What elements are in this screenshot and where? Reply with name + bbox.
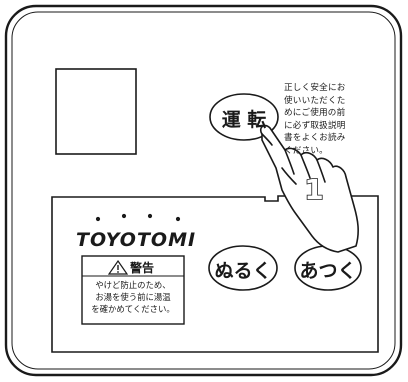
- warning-box: [81, 255, 185, 325]
- pressing-hand-illustration: [259, 124, 359, 253]
- lukewarm-button-shape: [208, 245, 278, 291]
- instruction-note: 正しく安全にお 使いいただくた めにご使用の前 に必ず取扱説明 書をよくお読み …: [284, 83, 346, 156]
- step-number: 1: [303, 172, 324, 207]
- hot-button[interactable]: あつく: [299, 260, 357, 282]
- brand-logo: TOYOTOMI: [76, 229, 197, 251]
- run-button[interactable]: 運 転: [221, 109, 267, 131]
- brand-dots: [95, 213, 181, 222]
- display-window: [55, 68, 137, 155]
- inner-housing-outline: [11, 11, 396, 370]
- warning-triangle-icon: [107, 259, 129, 275]
- lukewarm-button[interactable]: ぬるく: [214, 260, 272, 282]
- warning-text: やけど防止のため、 お湯を使う前に湯温 を確かめてください。: [91, 280, 175, 314]
- warning-title: 警告: [129, 261, 154, 275]
